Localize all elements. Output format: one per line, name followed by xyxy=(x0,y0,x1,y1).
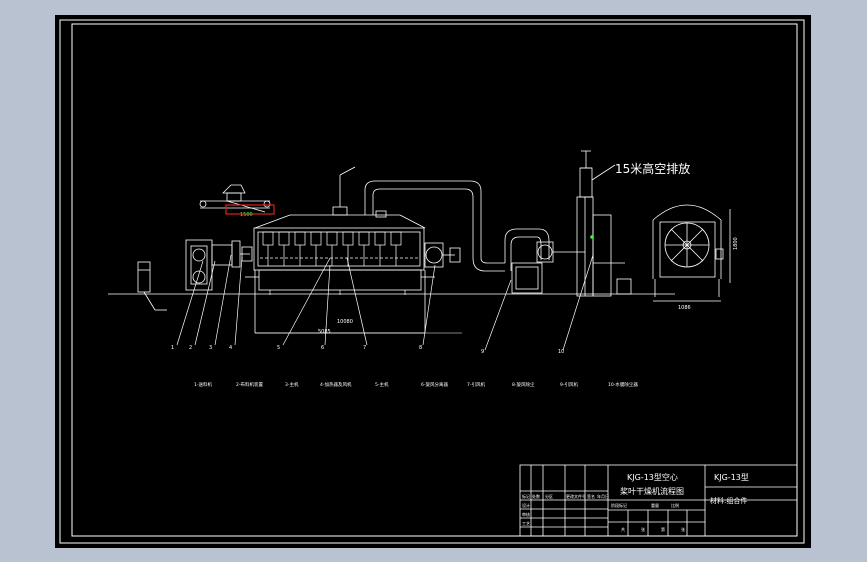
legend-item: 7-引风机 xyxy=(467,381,485,388)
process-flow-drawing: 1500 xyxy=(59,19,805,544)
dim-overall-length: 5085 xyxy=(318,329,331,335)
inner-border xyxy=(71,23,798,537)
callout-1: 1 xyxy=(171,345,174,351)
callout-2: 2 xyxy=(189,345,192,351)
dim-cyclone-height: 1800 xyxy=(733,237,739,250)
row-label: 设计 xyxy=(522,502,530,508)
dim-feed-conveyor: 1500 xyxy=(240,212,253,218)
row-label: 工艺 xyxy=(522,521,530,526)
material-label: 材料:组合件 xyxy=(710,496,747,505)
title-block-stage-labels: 阶段标记 重量 比例 xyxy=(611,502,679,508)
sheet-label: 张 xyxy=(641,526,645,532)
legend-item: 6-旋风分离器 xyxy=(421,381,448,388)
legend-item: 5-主机 xyxy=(375,381,389,388)
parts-legend: 1-送料机 2-布料机装置 3-主机 4-加热器及风机 5-主机 6-旋风分离器… xyxy=(194,381,638,388)
dryer-paddles xyxy=(260,231,420,266)
callout-numbers: 1 2 3 4 5 6 7 8 9 10 xyxy=(171,345,564,355)
legend-item: 9-引风机 xyxy=(560,381,578,388)
title-block xyxy=(519,464,798,537)
sheet-label: 共 xyxy=(621,526,625,532)
row-label: 审核 xyxy=(522,511,530,517)
dim-dryer-length: 10080 xyxy=(337,319,353,325)
feed-hopper xyxy=(137,261,167,311)
title-line-2: 桨叶干燥机流程图 xyxy=(620,486,684,496)
callout-leaders xyxy=(176,254,594,351)
title-block-col-labels: 处数 分区 更改文件号 签名 年月日 xyxy=(532,493,609,499)
legend-item: 8-旋风除尘 xyxy=(512,381,535,388)
callout-6: 6 xyxy=(321,345,324,351)
cyclone-side-view xyxy=(652,204,731,302)
callout-3: 3 xyxy=(209,345,212,351)
drawing-sheet: 1500 xyxy=(55,15,811,548)
sheet-label: 张 xyxy=(681,526,685,532)
model-label: KJG-13型 xyxy=(714,473,749,482)
callout-5: 5 xyxy=(277,345,280,351)
legend-item: 10-水膜除尘器 xyxy=(608,381,638,388)
legend-item: 2-布料机装置 xyxy=(236,381,263,388)
feed-conveyor xyxy=(199,184,271,213)
stage-label: 比例 xyxy=(671,502,679,508)
exhaust-fan xyxy=(511,262,543,294)
screw-feeder xyxy=(185,239,253,291)
discharge-drive xyxy=(424,242,461,268)
callout-9: 9 xyxy=(481,349,484,355)
scrubber-marker-green xyxy=(590,235,594,239)
col-label: 签名 xyxy=(587,493,595,499)
title-line-1: KJG-13型空心 xyxy=(627,472,678,482)
sheet-label: 第 xyxy=(661,526,665,532)
col-label: 分区 xyxy=(545,493,553,499)
col-label: 更改文件号 xyxy=(566,493,586,499)
legend-item: 4-加热器及风机 xyxy=(320,381,352,388)
legend-item: 1-送料机 xyxy=(194,381,212,388)
col-label: 处数 xyxy=(532,493,540,499)
callout-8: 8 xyxy=(419,345,422,351)
paddle-dryer xyxy=(245,166,435,334)
dim-cyclone-width: 1086 xyxy=(678,305,691,311)
exhaust-note: 15米高空排放 xyxy=(615,161,690,176)
callout-7: 7 xyxy=(363,345,366,351)
duct-pipe xyxy=(364,180,585,272)
title-block-sheet-labels: 共 张 第 张 xyxy=(621,526,685,532)
col-label: 年月日 xyxy=(597,493,609,499)
title-block-row-labels: 标记 设计 审核 工艺 xyxy=(522,493,530,526)
stage-label: 阶段标记 xyxy=(611,502,627,508)
outer-border xyxy=(59,19,805,544)
row-label: 标记 xyxy=(522,493,530,499)
callout-4: 4 xyxy=(229,345,232,351)
dryer-supports xyxy=(269,290,406,295)
stage-label: 重量 xyxy=(651,502,659,508)
legend-item: 3-主机 xyxy=(285,381,299,388)
callout-10: 10 xyxy=(558,349,564,355)
conveyor-highlight xyxy=(225,204,275,215)
scrubber-tower xyxy=(576,150,632,297)
